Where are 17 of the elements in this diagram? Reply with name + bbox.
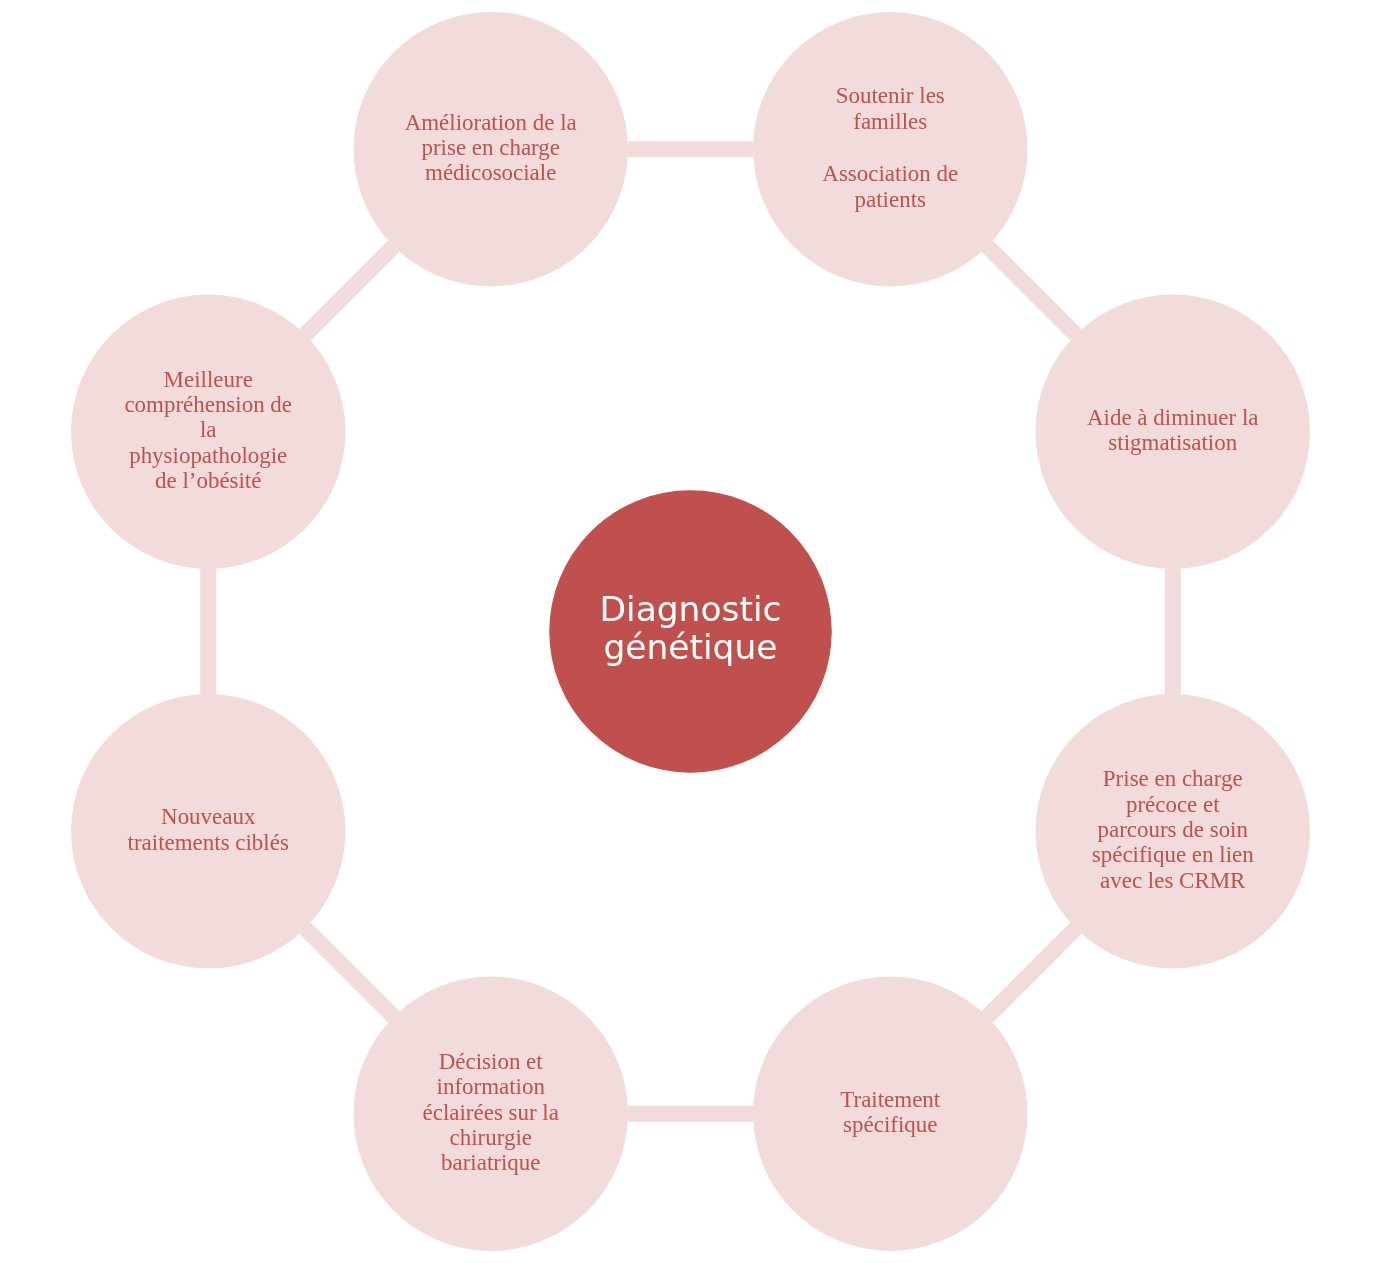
node-circle: Meilleure compréhension de la physiopathologie de l’obésité (71, 294, 346, 569)
node-circle: Aide à diminuer la stigmatisation (1035, 294, 1310, 569)
node-circle: Soutenir les familles Association de patients (753, 12, 1028, 287)
connector (299, 240, 400, 341)
node-circle: Décision et information éclairées sur la chirurgie bariatrique (353, 976, 628, 1251)
connector (627, 1105, 754, 1122)
node-circle: Amélioration de la prise en charge médicosociale (353, 12, 628, 287)
connector (299, 922, 400, 1023)
connector (981, 240, 1082, 341)
node-circle: Diagnostic génétique (549, 490, 832, 773)
connector (981, 922, 1082, 1023)
node-circle: Nouveaux traitements ciblés (71, 694, 346, 969)
connector (200, 568, 217, 695)
node-circle: Traitement spécifique (753, 976, 1028, 1251)
node-circle: Prise en charge précoce et parcours de soin spécifique en lien avec les CRMR (1035, 694, 1310, 969)
connector (1164, 568, 1181, 695)
connector (627, 141, 754, 158)
